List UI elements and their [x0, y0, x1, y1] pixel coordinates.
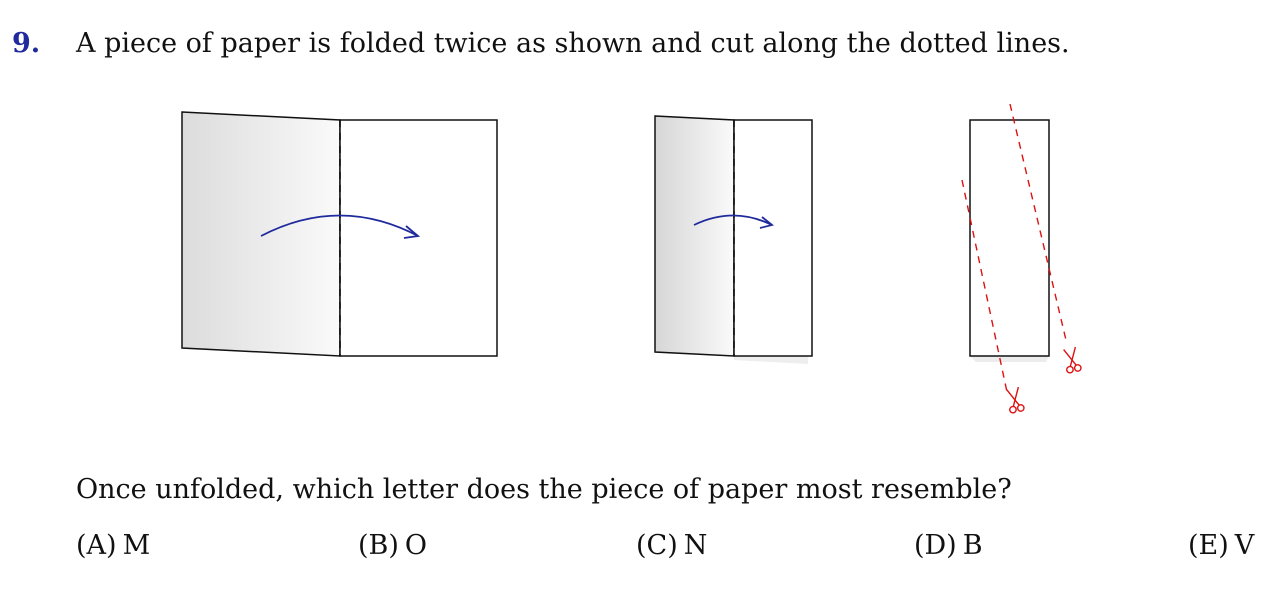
option-label: (B) [358, 530, 399, 561]
option-label: (E) [1188, 530, 1229, 561]
cut-line [1009, 103, 1067, 341]
option-label: (C) [636, 530, 678, 561]
cut-line [961, 179, 1008, 393]
question-text: A piece of paper is folded twice as show… [76, 28, 1070, 59]
option-c[interactable]: (C)N [636, 530, 707, 561]
option-label: (D) [914, 530, 957, 561]
option-value: V [1234, 530, 1255, 561]
option-value: N [683, 530, 708, 561]
step-2-sheet [654, 115, 813, 364]
option-b[interactable]: (B)O [358, 530, 427, 561]
option-value: B [962, 530, 983, 561]
folding-diagram [181, 103, 1082, 414]
option-a[interactable]: (A)M [76, 530, 150, 561]
option-value: O [404, 530, 428, 561]
option-d[interactable]: (D)B [914, 530, 983, 561]
option-e[interactable]: (E)V [1188, 530, 1254, 561]
step-1-sheet [181, 111, 498, 357]
step-3-strip [961, 103, 1082, 414]
scissors-icon [1006, 386, 1025, 414]
fold-arrow-icon [260, 214, 421, 239]
option-value: M [122, 530, 151, 561]
option-label: (A) [76, 530, 117, 561]
fold-arrow-icon [693, 214, 774, 229]
question-prompt: Once unfolded, which letter does the pie… [76, 474, 1012, 505]
question-number: 9. [12, 28, 41, 59]
scissors-icon [1063, 346, 1082, 374]
